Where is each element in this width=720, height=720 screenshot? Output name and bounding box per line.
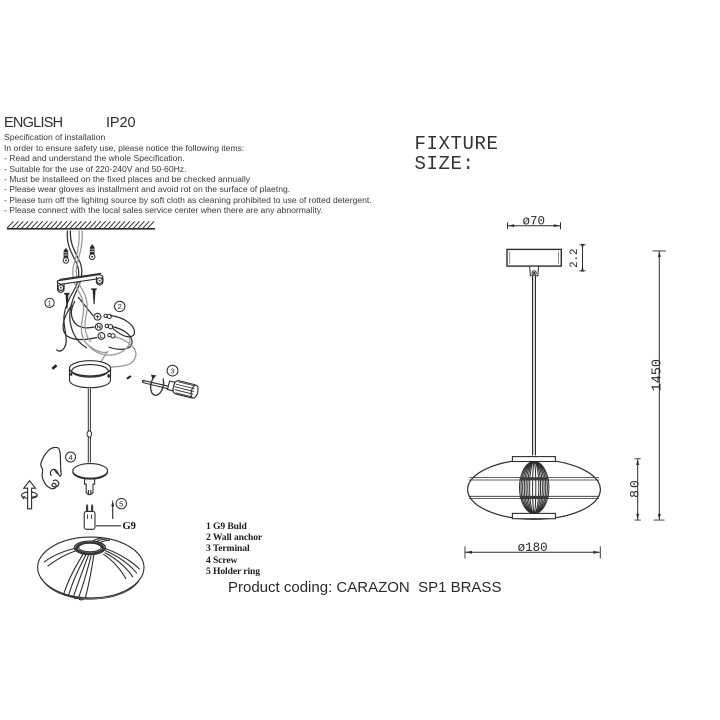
svg-text:ø70: ø70 (523, 214, 546, 228)
svg-text:1: 1 (47, 299, 51, 308)
svg-text:5: 5 (119, 499, 123, 508)
svg-text:4: 4 (68, 453, 72, 462)
svg-text:2.2: 2.2 (569, 248, 581, 267)
svg-text:ø180: ø180 (518, 541, 548, 555)
svg-text:3: 3 (170, 366, 174, 375)
svg-text:1450: 1450 (651, 359, 666, 391)
svg-text:2: 2 (118, 302, 122, 311)
svg-text:80: 80 (627, 478, 642, 498)
